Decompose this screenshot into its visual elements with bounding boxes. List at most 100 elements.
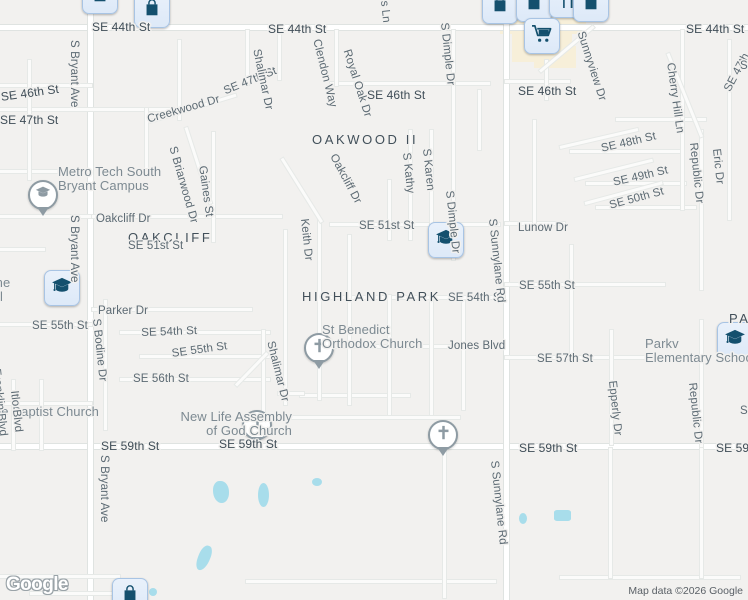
street-label: Oakcliff Dr [327,152,364,206]
road-segment [240,416,460,419]
poi-marker-school[interactable] [428,222,464,258]
road-segment [430,130,433,230]
road-segment [12,380,15,450]
school-icon [435,229,457,252]
school-icon [51,277,73,300]
street-label: S Bryant Ave [98,455,110,523]
water-body [554,510,571,521]
pin-blue[interactable] [428,222,464,258]
street-label: SE 51st St [128,240,184,252]
pin-blue[interactable] [482,0,518,24]
map-attribution: Map data ©2026 Google [628,585,743,597]
street-label: SE 51st St [359,220,415,232]
road-se-44th-st [0,25,748,30]
road-segment [0,402,92,405]
street-label: Sunnyview Dr [574,30,609,103]
road-segment [610,330,613,445]
road-segment [330,296,505,299]
poi-label-line: of God Church [206,423,292,438]
road-segment [609,448,612,578]
street-label: Epperly Dr [606,380,624,437]
road-segment [681,30,684,210]
road-segment [120,378,270,381]
road-segment [262,330,265,430]
poi-marker-shopping-bag[interactable] [573,0,609,22]
road-s-sunnylane-rd [504,0,509,600]
road-segment [388,295,391,415]
road-segment [533,120,536,230]
road-segment [700,320,703,448]
poi-marker-shopping-bag[interactable] [482,0,518,24]
road-segment [280,157,324,223]
road-segment [330,223,500,226]
street-label: S Bryant Ave [68,40,80,108]
poi-marker-shopping-bag[interactable] [112,578,148,600]
shopping-bag-icon [524,0,544,17]
road-segment [452,30,455,260]
pin-blue[interactable] [112,578,148,600]
road-segment [318,220,321,400]
poi-marker-shopping-cart[interactable] [524,18,560,54]
road-segment [246,580,496,583]
road-segment [330,82,490,85]
poi-marker-church[interactable] [242,410,272,440]
road-segment [478,90,481,150]
road-segment [120,331,270,334]
road-segment [570,150,680,153]
road-segment [348,235,351,405]
pin-grey[interactable] [242,410,272,440]
road-segment [586,182,686,185]
road-segment [30,592,130,595]
pin-grey[interactable] [304,333,334,363]
road-segment [0,84,92,87]
church-icon [313,338,326,359]
poi-marker-church[interactable] [304,333,334,363]
neighborhood-label: OAKWOOD II [312,132,419,147]
road-segment [246,30,249,85]
pin-blue[interactable] [573,0,609,22]
pin-grey[interactable] [28,180,58,210]
road-segment [184,127,213,205]
poi-marker-school[interactable] [717,322,748,358]
pin-grey[interactable] [428,420,458,450]
road-segment [278,392,304,395]
road-se-59th-st [0,444,748,449]
street-label: SE 55th St [519,280,575,292]
pin-blue[interactable] [82,0,118,14]
poi-marker-shopping-bag[interactable] [82,0,118,14]
road-segment [284,230,287,405]
street-label: SE 57th St [537,353,593,365]
road-segment [212,132,215,242]
poi-label-line: odine [0,275,11,290]
poi-marker-shopping-bag[interactable] [134,0,170,28]
water-body [519,513,527,524]
school-icon [724,329,746,352]
road-segment [140,355,270,358]
road-segment [300,394,410,397]
road-segment [574,158,653,181]
road-segment [505,356,665,359]
road-segment [335,30,338,86]
pin-blue[interactable] [134,0,170,28]
street-label: SE 47th St [222,65,279,98]
pin-blue[interactable] [717,322,748,358]
road-segment [596,206,696,209]
poi-label-line: St Benedict [322,322,390,337]
street-label: Keith Dr [298,218,315,262]
shopping-bag-icon [490,0,510,19]
pin-blue[interactable] [524,18,560,54]
church-icon [437,425,450,446]
shopping-bag-icon [142,0,162,23]
road-segment [505,283,665,286]
google-logo[interactable]: Google [6,574,68,595]
church-icon [251,415,264,436]
road-segment [278,30,281,80]
poi-marker-school[interactable] [44,270,80,306]
poi-marker-church[interactable] [428,420,458,450]
pin-blue[interactable] [44,270,80,306]
road-s-bryant-ave [88,0,93,600]
poi-marker-school[interactable] [28,180,58,210]
